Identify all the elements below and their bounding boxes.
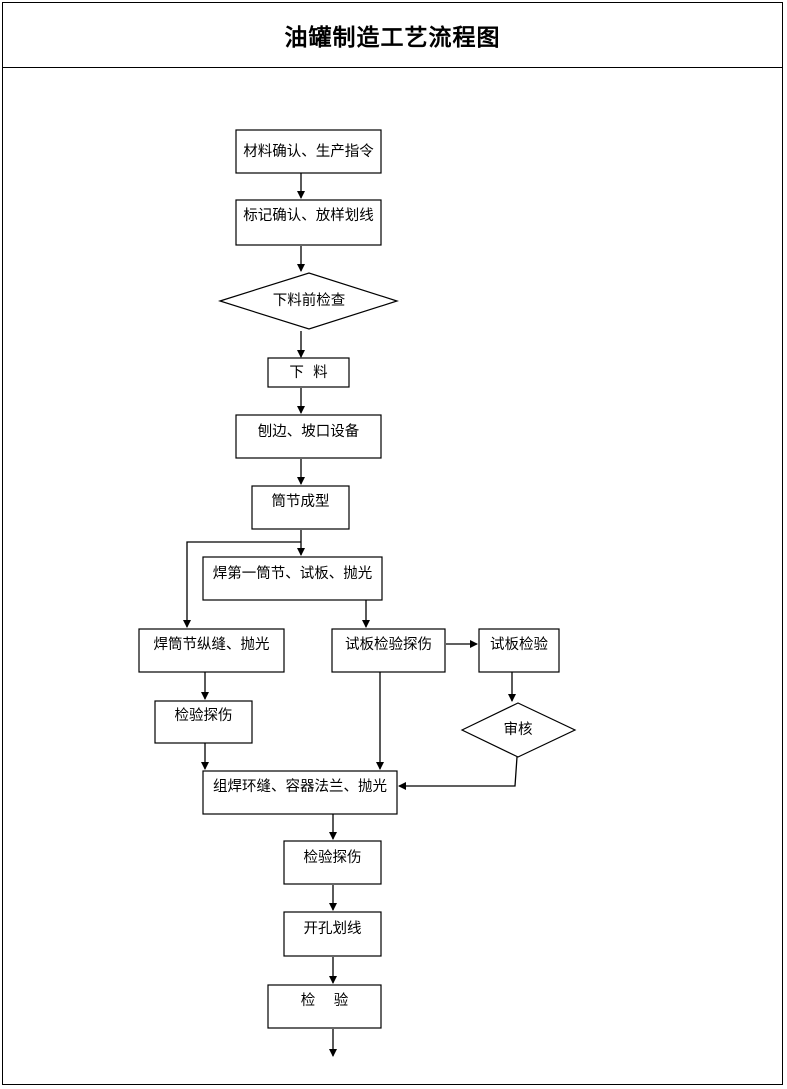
connectors: [183, 173, 518, 1057]
node-n1: 材料确认、生产指令: [235, 129, 382, 174]
node-n5: 刨边、坡口设备: [235, 414, 382, 459]
node-n14-label: 检验探伤: [304, 849, 362, 866]
node-n10: 试板检验: [478, 628, 560, 673]
node-n7: 焊第一筒节、试板、抛光: [202, 556, 383, 601]
edge-n12-n13: [398, 756, 518, 790]
node-n9-label: 试板检验探伤: [345, 635, 432, 653]
node-n11-label: 检验探伤: [175, 707, 233, 724]
node-n8: 焊筒节纵缝、抛光: [138, 628, 285, 673]
node-n3: 下料前检查: [218, 272, 399, 330]
node-n6-label: 筒节成型: [272, 493, 330, 510]
node-n4-label: 下 料: [289, 364, 327, 381]
node-n9: 试板检验探伤: [331, 628, 446, 673]
node-n16: 检 验: [267, 984, 382, 1029]
node-n2: 标记确认、放样划线: [235, 199, 382, 246]
node-n15: 开孔划线: [283, 911, 382, 957]
node-n2-label: 标记确认、放样划线: [243, 207, 374, 224]
node-n8-label: 焊筒节纵缝、抛光: [154, 636, 270, 653]
node-n15-label: 开孔划线: [304, 920, 362, 937]
edge-n6-n8: [183, 541, 301, 628]
node-n5-label: 刨边、坡口设备: [258, 423, 360, 440]
node-n13: 组焊环缝、容器法兰、抛光: [202, 770, 398, 815]
node-n7-label: 焊第一筒节、试板、抛光: [213, 564, 373, 582]
node-n1-label: 材料确认、生产指令: [243, 143, 374, 160]
node-n4: 下 料: [267, 357, 350, 388]
node-n14: 检验探伤: [283, 840, 382, 885]
node-n6: 筒节成型: [251, 485, 350, 530]
node-n10-label: 试板检验: [490, 635, 548, 653]
node-n12: 审核: [460, 702, 577, 758]
node-n16-label: 检 验: [301, 992, 349, 1009]
node-n13-label: 组焊环缝、容器法兰、抛光: [213, 778, 387, 795]
node-n3-label: 下料前检查: [273, 292, 346, 309]
diagram-title: 油罐制造工艺流程图: [284, 24, 501, 51]
node-n11: 检验探伤: [154, 700, 253, 744]
node-n12-label: 审核: [504, 721, 533, 738]
title-bar: 油罐制造工艺流程图: [2, 2, 783, 68]
